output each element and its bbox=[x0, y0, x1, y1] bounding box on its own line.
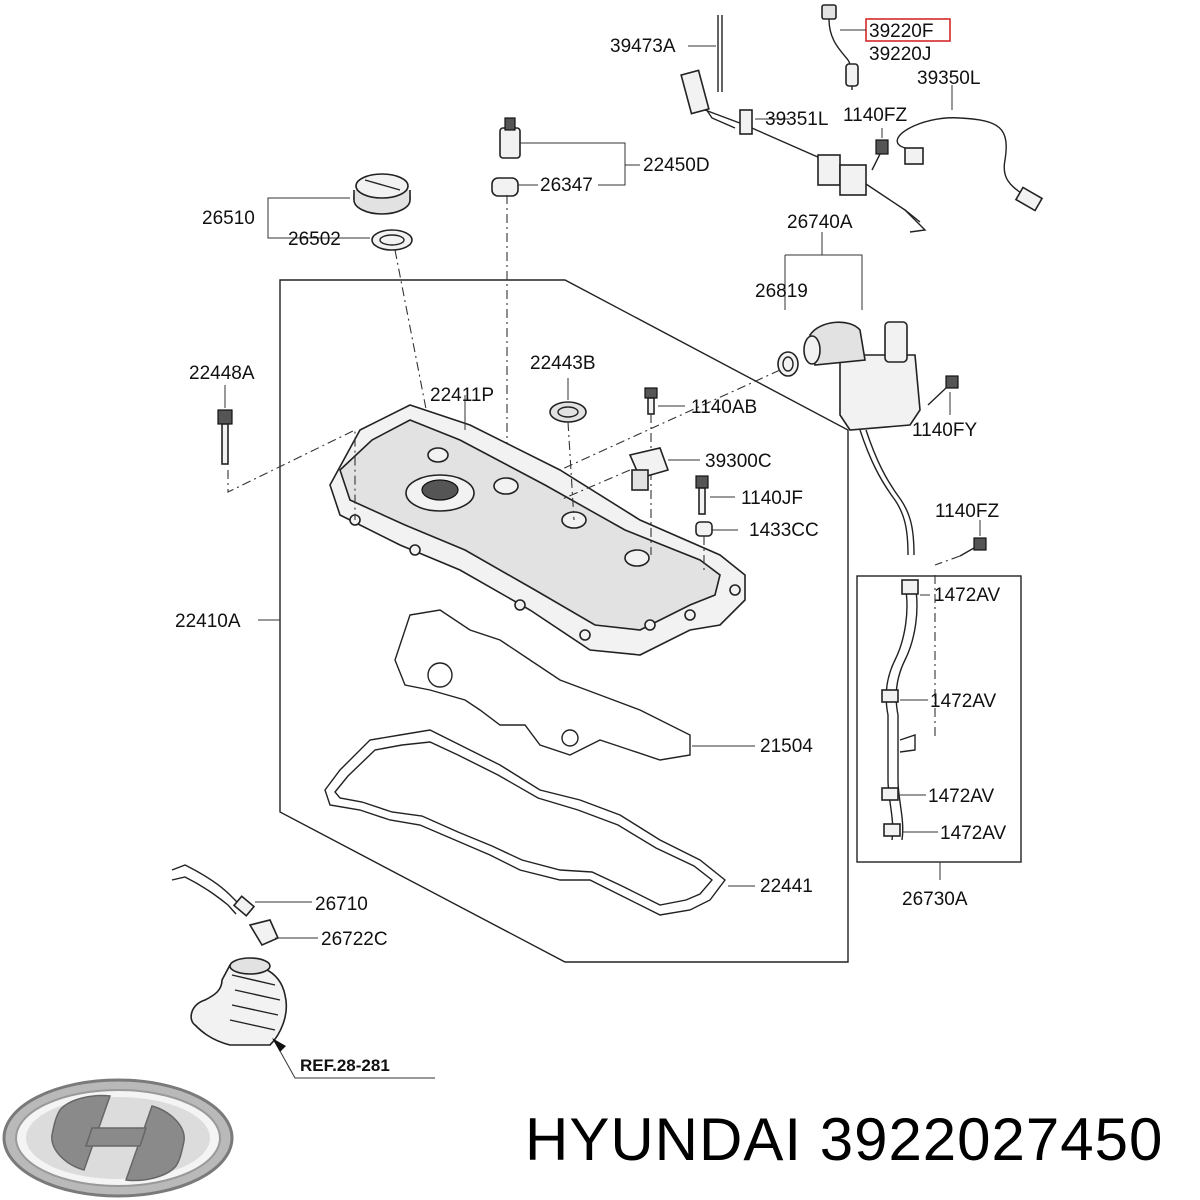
label-1140AB: 1140AB bbox=[691, 397, 757, 418]
label-1472AV-1: 1472AV bbox=[934, 585, 1001, 606]
label-1472AV-3: 1472AV bbox=[928, 786, 995, 807]
bolt-1140FY bbox=[927, 375, 959, 406]
label-26730A: 26730A bbox=[902, 889, 968, 910]
label-ref: REF.28-281 bbox=[300, 1056, 390, 1075]
label-26819: 26819 bbox=[755, 281, 808, 302]
label-22443B: 22443B bbox=[530, 353, 596, 374]
label-26347: 26347 bbox=[540, 175, 593, 196]
gasket-22441 bbox=[324, 729, 726, 916]
brand-footer bbox=[2, 1078, 234, 1198]
label-39220J: 39220J bbox=[869, 44, 931, 65]
grommet-1433CC bbox=[695, 521, 713, 537]
label-1140FZ-top: 1140FZ bbox=[843, 105, 907, 126]
assembly-outline bbox=[279, 279, 849, 963]
label-26740A: 26740A bbox=[787, 212, 853, 233]
o-ring-26819 bbox=[777, 351, 799, 377]
label-1140FZ-mid: 1140FZ bbox=[935, 501, 999, 522]
oil-filler-cap-26510 bbox=[353, 173, 411, 215]
sensor-39300C bbox=[628, 447, 670, 491]
connector-26722C bbox=[248, 919, 280, 947]
label-39220F: 39220F bbox=[869, 21, 933, 42]
label-22448A: 22448A bbox=[189, 363, 255, 384]
dipstick-39473A bbox=[717, 15, 723, 92]
label-39350L: 39350L bbox=[917, 68, 980, 89]
label-26502: 26502 bbox=[288, 229, 341, 250]
gasket-21504 bbox=[394, 609, 691, 761]
oxygen-sensor-39220F bbox=[821, 4, 859, 91]
label-26710: 26710 bbox=[315, 894, 368, 915]
plug-22450D bbox=[499, 117, 521, 159]
seal-22443B bbox=[549, 401, 587, 423]
wiring-bracket-39351L bbox=[680, 69, 927, 233]
label-22450D: 22450D bbox=[643, 155, 710, 176]
valve-cover-22411P bbox=[329, 404, 746, 656]
hyundai-logo bbox=[2, 1078, 234, 1198]
label-22411P: 22411P bbox=[430, 385, 494, 406]
gasket-26502 bbox=[371, 229, 413, 251]
bolt-1140FZ-top bbox=[871, 139, 889, 171]
label-1472AV-2: 1472AV bbox=[930, 691, 997, 712]
label-1140JF: 1140JF bbox=[741, 488, 803, 509]
intake-hose-ref bbox=[190, 957, 288, 1046]
brand-text: HYUNDAI 3922027450 bbox=[525, 1106, 1164, 1173]
oil-separator-26740A bbox=[803, 321, 921, 556]
bolt-22448A bbox=[217, 409, 233, 465]
label-39473A: 39473A bbox=[610, 36, 676, 57]
label-39300C: 39300C bbox=[705, 451, 772, 472]
label-22410A: 22410A bbox=[175, 611, 241, 632]
gasket-26347 bbox=[491, 177, 519, 197]
sensor-39350L bbox=[896, 117, 1044, 212]
hose-assembly-box bbox=[856, 575, 1022, 863]
bolt-1140FZ-mid bbox=[959, 537, 987, 557]
label-21504: 21504 bbox=[760, 736, 813, 757]
label-22441: 22441 bbox=[760, 876, 813, 897]
hose-26730A bbox=[881, 579, 919, 841]
label-26510: 26510 bbox=[202, 208, 255, 229]
label-1433CC: 1433CC bbox=[749, 520, 819, 541]
label-1472AV-4: 1472AV bbox=[940, 823, 1007, 844]
label-1140FY: 1140FY bbox=[912, 420, 977, 441]
bolt-1140AB bbox=[644, 387, 658, 415]
label-26722C: 26722C bbox=[321, 929, 388, 950]
breather-hose-26710 bbox=[171, 864, 256, 917]
bolt-1140JF bbox=[695, 475, 709, 515]
label-39351L: 39351L bbox=[765, 109, 828, 130]
